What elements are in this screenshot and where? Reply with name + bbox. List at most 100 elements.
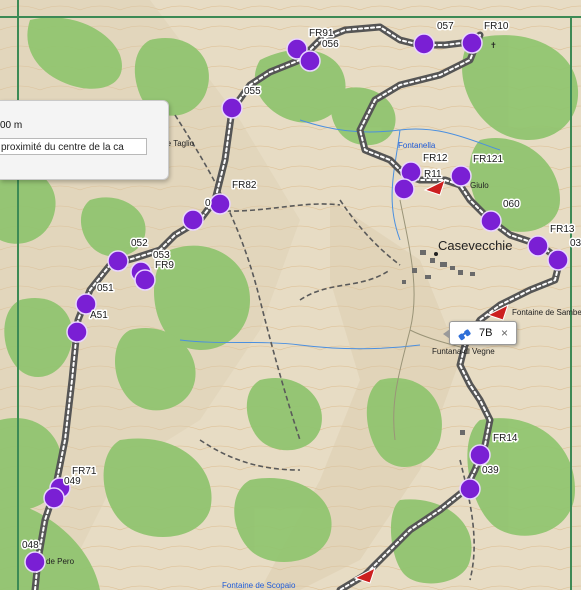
waypoint-label: 053 [153,250,170,261]
waypoint-dot[interactable] [527,235,549,257]
waypoint-label: 03 [570,238,581,249]
waypoint-dot[interactable] [547,249,569,271]
tooltip-close-button[interactable]: × [501,326,509,340]
svg-text:FR91: FR91 [309,28,334,39]
waypoint-dot[interactable] [393,178,415,200]
svg-text:FR71: FR71 [72,466,97,477]
svg-text:FR121: FR121 [473,154,503,165]
svg-text:FR14: FR14 [493,433,518,444]
waypoint-label: 055 [244,86,261,97]
waypoint-label: 057 [437,21,454,32]
waypoint-label: 039 [482,465,499,476]
address-field[interactable]: proximité du centre de la ca [0,138,147,155]
town-dot [434,252,438,256]
church-icon: ✝ [490,41,497,50]
waypoint-label: FR121 [473,154,503,165]
village-blocks [402,250,475,435]
waypoint-label: FR91 [309,28,334,39]
waypoint-label: FR13 [550,224,575,235]
waypoint-dot[interactable] [43,487,65,509]
waypoint-label: R11 [424,169,442,180]
svg-text:056: 056 [322,39,339,50]
distance-text: 00 m [0,120,23,131]
waypoint-dot[interactable] [75,293,97,315]
waypoint-label: FR71 [72,466,97,477]
waypoint-dot[interactable] [107,250,129,272]
waypoint-label: 048 [22,540,39,551]
waypoint-dot[interactable] [461,32,483,54]
flag-marker-3[interactable] [353,567,376,584]
waypoint-tooltip[interactable]: 7B × [443,321,517,345]
town-name: Casevecchie [438,238,512,253]
waypoint-dot[interactable] [450,165,472,187]
waypoint-label: FR9 [155,260,174,271]
flag-marker-1[interactable] [423,179,446,196]
route-line [31,23,564,590]
waypoint-label: 049 [64,476,81,487]
waypoint-dot[interactable] [299,50,321,72]
svg-text:03: 03 [570,238,581,249]
svg-text:FR82: FR82 [232,180,257,191]
svg-text:039: 039 [482,465,499,476]
binoculars-icon [458,329,471,341]
svg-text:057: 057 [437,21,454,32]
waypoint-dot[interactable] [221,97,243,119]
flag-marker-2[interactable] [486,304,509,321]
svg-text:051: 051 [97,283,114,294]
svg-text:FR9: FR9 [155,260,174,271]
waypoint-dot[interactable] [182,209,204,231]
place-pero: de Pero [46,557,75,566]
place-taglio: nte Taglio [160,139,195,148]
waypoint-dot[interactable] [469,444,491,466]
waypoint-label: FR10 [484,21,509,32]
svg-text:052: 052 [131,238,148,249]
waypoint-label: 0 [205,198,211,209]
svg-text:A51: A51 [90,310,108,321]
svg-text:R11: R11 [424,169,442,180]
waypoint-dot[interactable] [459,478,481,500]
svg-text:049: 049 [64,476,81,487]
waypoint-marker[interactable]: 00 [182,197,213,231]
waypoint-dot[interactable] [66,321,88,343]
waypoint-label: 056 [322,39,339,50]
waypoint-label: 060 [503,199,520,210]
tooltip-label: 7B [479,327,493,339]
waypoint-label: FR14 [493,433,518,444]
waypoint-label: A51 [90,310,108,321]
waypoint-dot[interactable] [480,210,502,232]
waypoint-label: FR82 [232,180,257,191]
waypoint-dot[interactable] [134,269,156,291]
svg-text:0: 0 [205,198,211,209]
waypoint-label: 052 [131,238,148,249]
forest-areas [0,17,579,590]
place-funtana: Funtana di Vegne [432,347,495,356]
place-fontaine-sambe: Fontaine de Sambe [512,308,581,317]
waypoint-dot[interactable] [413,33,435,55]
waypoint-dot[interactable] [209,193,231,215]
waypoint-dot[interactable] [24,551,46,573]
place-giulo: Giulo [470,181,489,190]
